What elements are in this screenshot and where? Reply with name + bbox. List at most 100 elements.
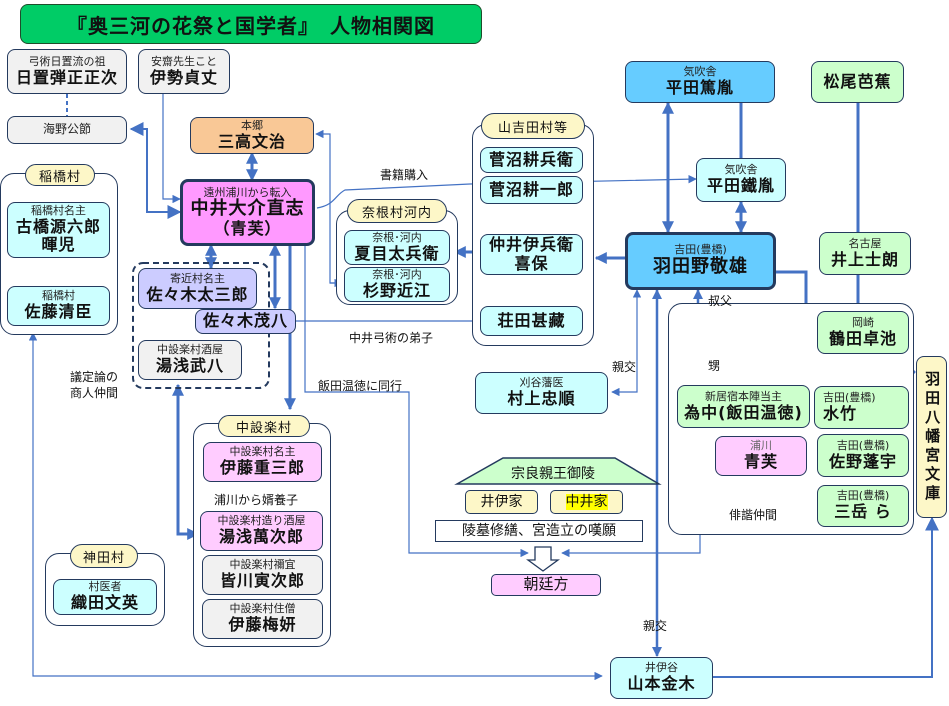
person-name: 松尾芭蕉: [823, 71, 892, 91]
person-subtitle: 稲橋村名主: [31, 204, 86, 218]
person-alias: （青芙）: [213, 218, 282, 238]
petition-label: 陵墓修繕、宮造立の嘆願: [462, 522, 616, 539]
person-heki[interactable]: 弓術日置流の祖 日置弾正正次: [7, 49, 127, 94]
person-subtitle: 遠州浦川から転入: [203, 185, 292, 199]
person-subtitle: 吉田(豊橋): [836, 489, 890, 503]
person-subtitle: 名古屋: [848, 236, 882, 250]
group-label-yamayoshida: 山吉田村等: [481, 113, 585, 139]
hachiman-bunko-label: 羽田八幡宮文庫: [923, 370, 942, 504]
label-uncle: 叔父: [708, 294, 733, 308]
label-friendship-yamamoto: 親交: [643, 619, 668, 633]
person-nakai[interactable]: 遠州浦川から転入 中井大介直志 （青芙）: [180, 179, 315, 246]
person-shoda[interactable]: 荘田甚藏: [480, 306, 583, 336]
person-tsuruta[interactable]: 岡崎 鶴田卓池: [817, 311, 909, 354]
person-subtitle: 浦川: [750, 439, 772, 453]
group-label-inahashi: 稲橋村: [25, 164, 95, 186]
person-suganuma-heie[interactable]: 菅沼耕兵衛: [480, 147, 583, 173]
person-ito-jusaburo[interactable]: 中設楽村名主 伊藤重三郎: [203, 442, 322, 482]
line-yamamoto-bunko: [713, 516, 939, 678]
label-nakai-disciple: 中井弓術の弟子: [349, 331, 434, 345]
person-name: 古橋源六郎: [15, 216, 101, 236]
person-natsume[interactable]: 奈根･河内 夏目太兵衛: [344, 230, 450, 265]
person-oda[interactable]: 村医者 織田文英: [53, 579, 157, 615]
person-subtitle: 稲橋村: [42, 289, 75, 303]
person-subtitle: 吉田(豊橋): [836, 438, 890, 452]
person-name: 菅沼耕兵衛: [488, 149, 574, 169]
person-subtitle: 吉田(豊橋): [823, 390, 876, 404]
person-subtitle: 井伊谷: [645, 661, 678, 675]
person-nakai-ihe[interactable]: 仲井伊兵衛 喜保: [480, 234, 583, 275]
person-name: 水竹: [823, 403, 858, 423]
person-hirata-kanetane[interactable]: 気吹舎 平田鐵胤: [696, 158, 786, 202]
person-sato[interactable]: 稲橋村 佐藤清臣: [7, 286, 110, 326]
person-subtitle: 弓術日置流の祖: [28, 54, 106, 68]
person-inoue[interactable]: 名古屋 井上士朗: [819, 232, 911, 275]
person-name: 平田篤胤: [665, 78, 734, 98]
page-title: 『奥三河の花祭と国学者』 人物相関図: [20, 4, 482, 44]
person-name: 井上士朗: [830, 249, 899, 269]
group-label-nakashitara: 中設楽村: [218, 415, 310, 437]
group-label-kanda: 神田村: [70, 544, 138, 568]
hachiman-bunko[interactable]: 羽田八幡宮文庫: [916, 356, 947, 518]
line-sugino-mitaka: [315, 129, 336, 284]
label-friendship-murakami: 親交: [612, 360, 637, 374]
person-basho[interactable]: 松尾芭蕉: [811, 61, 904, 103]
line-unno-nakai: [129, 122, 182, 219]
person-name: 佐野蓬宇: [828, 451, 897, 471]
person-name: 為中(飯田温徳): [684, 402, 803, 422]
person-ise[interactable]: 安齋先生こと 伊勢貞丈: [138, 49, 230, 94]
person-name: 平田鐵胤: [706, 176, 775, 196]
person-unno[interactable]: 海野公節: [7, 116, 127, 144]
person-name: 羽田野敬雄: [653, 255, 748, 277]
family-ii-label: 井伊家: [480, 493, 523, 510]
person-name: 杉野近江: [362, 280, 431, 300]
person-hirata-atsutane[interactable]: 気吹舎 平田篤胤: [625, 61, 775, 103]
person-name: 鶴田卓池: [828, 328, 897, 348]
line-murakami-hatano: [611, 289, 642, 397]
person-tamenaka[interactable]: 新居宿本陣当主 為中(飯田温徳): [677, 385, 810, 428]
person-name: 佐藤清臣: [24, 302, 93, 322]
person-ito-baiken[interactable]: 中設楽村住僧 伊藤梅妍: [202, 599, 323, 639]
label-book-purchase: 書籍購入: [380, 168, 429, 182]
hollow-down-arrow: [526, 546, 560, 572]
person-subtitle: 安齋先生こと: [151, 54, 217, 68]
person-name: 日置弾正正次: [15, 67, 118, 87]
person-subtitle: 寄近村名主: [170, 271, 225, 285]
person-suganuma-ichiro[interactable]: 菅沼耕一郎: [480, 176, 583, 204]
person-seifu[interactable]: 浦川 青芙: [715, 436, 807, 476]
person-subtitle: 奈根･河内: [372, 267, 422, 281]
person-name: 仲井伊兵衛: [488, 235, 574, 255]
family-ii[interactable]: 井伊家: [465, 490, 538, 514]
person-name: 荘田甚藏: [497, 310, 566, 330]
person-name: 青芙: [743, 452, 778, 472]
person-name: 織田文英: [70, 593, 139, 613]
imperial-court[interactable]: 朝廷方: [491, 574, 601, 596]
person-sasaki-moha[interactable]: 佐々木茂八: [195, 309, 296, 334]
person-name: 三高文治: [217, 131, 286, 151]
person-sugino[interactable]: 奈根･河内 杉野近江: [344, 267, 450, 302]
person-yuasa-buhachi[interactable]: 中設楽村酒屋 湯浅武八: [138, 340, 242, 380]
person-sangaku[interactable]: 吉田(豊橋) 三岳 ら: [817, 485, 909, 527]
label-merchant-1: 議定論の: [70, 370, 119, 384]
person-name: 伊藤梅妍: [228, 615, 297, 635]
person-minagawa[interactable]: 中設楽村禰宜 皆川寅次郎: [202, 555, 323, 595]
group-label-nene: 奈根村河内: [347, 199, 447, 223]
imperial-court-label: 朝廷方: [523, 575, 569, 594]
person-name: 菅沼耕一郎: [488, 179, 574, 199]
person-subtitle: 本郷: [241, 118, 263, 132]
person-yuasa-manjiro[interactable]: 中設楽村造り酒屋 湯浅萬次郎: [200, 511, 323, 551]
person-sano[interactable]: 吉田(豊橋) 佐野蓬宇: [817, 434, 909, 477]
person-name: 伊藤重三郎: [219, 458, 305, 478]
person-yamamoto[interactable]: 井伊谷 山本金木: [610, 657, 713, 699]
person-hatano[interactable]: 吉田(豊橋) 羽田野敬雄: [625, 232, 776, 290]
person-name: 佐々木茂八: [202, 311, 288, 331]
person-mitaka[interactable]: 本郷 三高文治: [190, 117, 314, 154]
person-sasaki-tasaburo[interactable]: 寄近村名主 佐々木太三郎: [138, 268, 257, 309]
person-name: 夏目太兵衛: [354, 243, 440, 263]
petition-box: 陵墓修繕、宮造立の嘆願: [435, 520, 643, 542]
person-name: 村上忠順: [507, 389, 576, 409]
person-furuhashi[interactable]: 稲橋村名主 古橋源六郎 暉児: [7, 202, 110, 258]
person-murakami[interactable]: 刈谷藩医 村上忠順: [475, 372, 608, 414]
person-mizutake[interactable]: 吉田(豊橋) 水竹: [814, 386, 909, 429]
family-nakai[interactable]: 中井家: [550, 490, 623, 514]
